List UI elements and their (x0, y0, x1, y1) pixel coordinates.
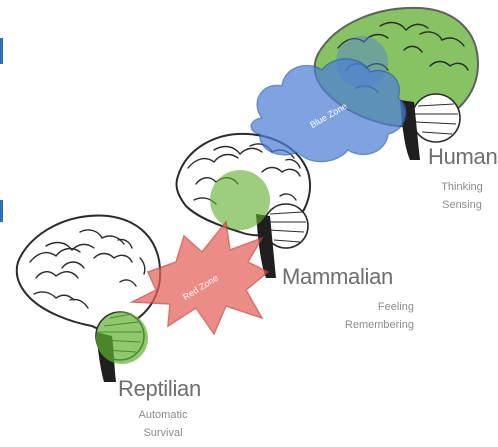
human-subtitle: Thinking Sensing (432, 178, 492, 214)
reptilian-line-1: Automatic (128, 406, 198, 424)
mammalian-subtitle: Feeling Remembering (314, 298, 414, 334)
mammalian-title: Mammalian (282, 264, 393, 290)
edge-accent-mid (0, 200, 3, 222)
reptilian-highlight (96, 312, 148, 364)
reptilian-title: Reptilian (118, 376, 201, 402)
reptilian-line-2: Survival (128, 424, 198, 442)
red-zone-starburst (132, 222, 268, 334)
mammalian-line-1: Feeling (314, 298, 414, 316)
human-title: Human (428, 144, 497, 170)
human-line-2: Sensing (432, 196, 492, 214)
edge-accent-top (0, 38, 3, 64)
mammalian-highlight (210, 170, 270, 230)
mammalian-line-2: Remembering (314, 316, 414, 334)
human-line-1: Thinking (432, 178, 492, 196)
reptilian-subtitle: Automatic Survival (128, 406, 198, 442)
